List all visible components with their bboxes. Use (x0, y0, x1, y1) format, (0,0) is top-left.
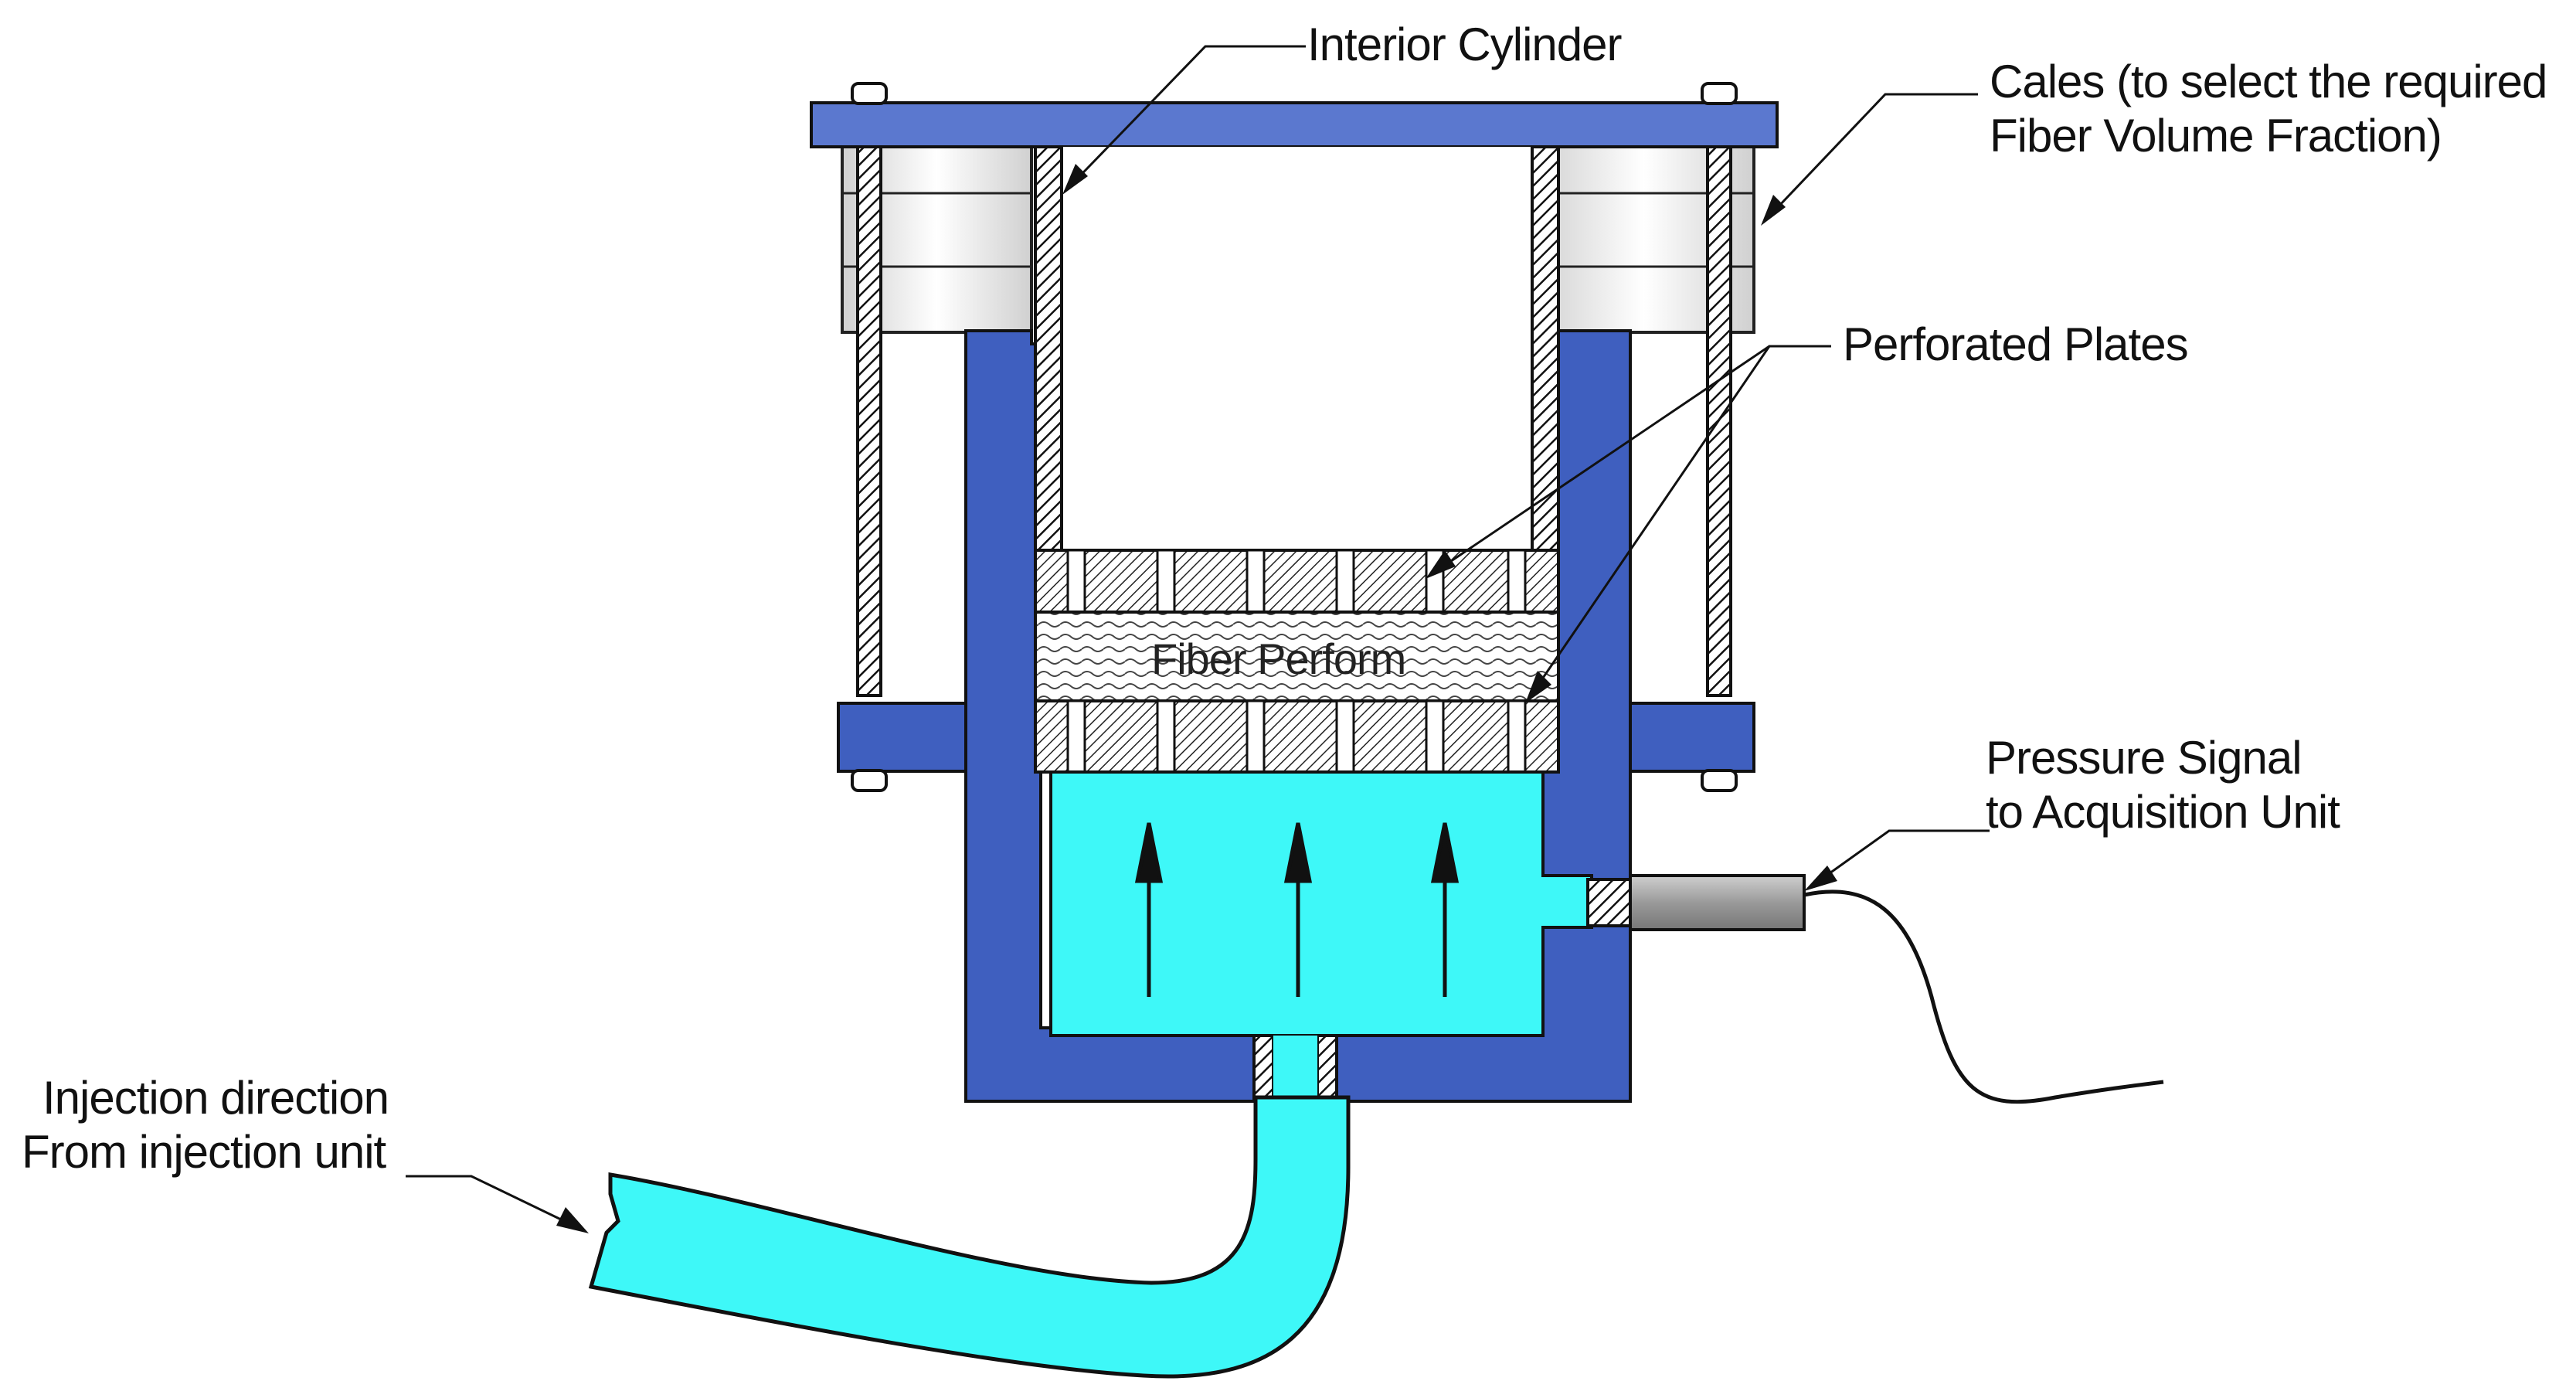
inlet-port-wall-left (1252, 1034, 1275, 1103)
interior-cylinder-cavity (1041, 147, 1543, 553)
label-cales-line1: Cales (to select the required (1990, 56, 2547, 107)
label-injection-line2: From injection unit (22, 1126, 386, 1178)
inlet-port-channel (1273, 1036, 1317, 1104)
pressure-sensor (1629, 874, 1806, 931)
tie-rod-left (856, 145, 882, 697)
top-plate (810, 101, 1779, 148)
flange-right (1629, 702, 1755, 773)
label-interior-cylinder: Interior Cylinder (1307, 19, 1622, 70)
label-fiber-perform: Fiber Perform (1151, 634, 1406, 683)
perforated-plate-lower (1034, 699, 1560, 774)
interior-cylinder-wall-right (1531, 145, 1560, 554)
label-injection-line1: Injection direction (42, 1072, 389, 1124)
leader-lines (406, 45, 1990, 1232)
inlet-port-wall-right (1316, 1034, 1338, 1103)
fluid-chamber (1049, 770, 1593, 1037)
leader-arrowheads (556, 164, 1837, 1233)
perforated-plate-upper (1034, 549, 1560, 614)
sensor-cable (1803, 889, 2164, 1104)
injection-hose (588, 1095, 1351, 1379)
flow-arrows (1134, 822, 1460, 997)
label-pressure-line1: Pressure Signal (1986, 732, 2302, 784)
label-pressure-line2: to Acquisition Unit (1986, 786, 2340, 838)
bolts (851, 82, 1738, 792)
fiber-perform (1034, 611, 1560, 702)
sensor-port (1586, 878, 1632, 927)
flange-left (837, 702, 967, 773)
label-perforated-plates: Perforated Plates (1843, 318, 2189, 370)
label-cales-line2: Fiber Volume Fraction) (1990, 110, 2442, 162)
interior-cylinder-wall-left (1034, 145, 1063, 554)
